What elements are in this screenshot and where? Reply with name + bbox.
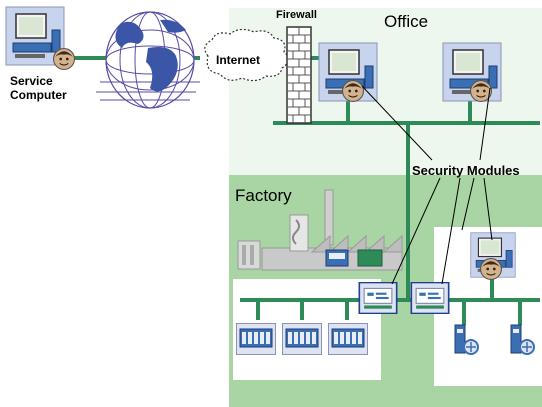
service-computer-label-line2: Computer <box>10 88 67 102</box>
firewall-icon <box>286 26 312 124</box>
office-computer-2 <box>442 42 502 102</box>
plc-1 <box>236 322 276 356</box>
person-icon <box>342 80 364 102</box>
security-modules-label: Security Modules <box>412 163 520 178</box>
service-computer <box>5 6 75 70</box>
factory-computer <box>470 232 516 280</box>
person-icon <box>480 258 502 280</box>
person-icon <box>53 48 75 70</box>
factory-icon <box>237 189 403 271</box>
plc-2 <box>282 322 322 356</box>
plc-3 <box>328 322 368 356</box>
service-computer-label-line1: Service <box>10 74 53 88</box>
security-module-pointers <box>361 85 493 285</box>
security-module-2 <box>410 282 450 314</box>
security-module-1 <box>358 282 398 314</box>
service-computer-label: Service Computer <box>10 74 67 102</box>
cloud-icon <box>204 28 290 82</box>
office-label: Office <box>384 12 429 31</box>
factory-label: Factory <box>235 186 292 205</box>
internet-label: Internet <box>216 53 261 67</box>
firewall-label: Firewall <box>276 9 317 21</box>
globe-icon <box>96 11 200 109</box>
